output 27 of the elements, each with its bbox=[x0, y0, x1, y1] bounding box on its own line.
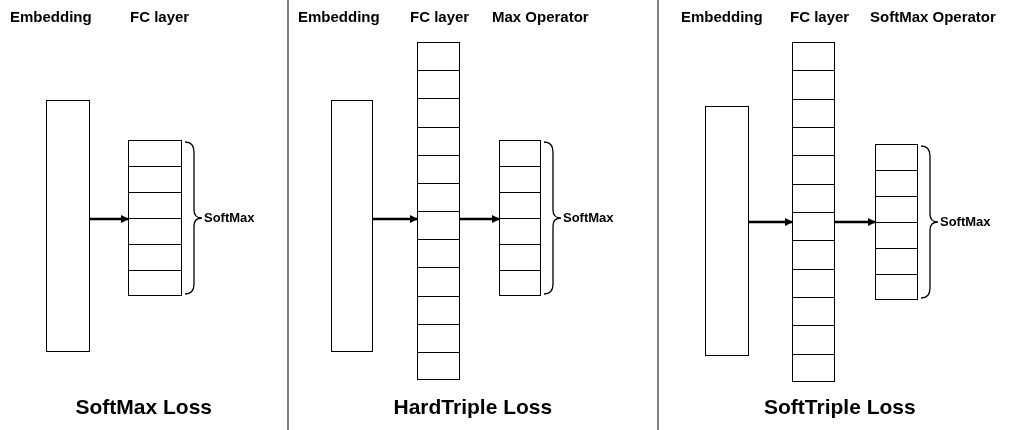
column-heading: FC layer bbox=[410, 8, 470, 25]
panel-title: SoftTriple Loss bbox=[764, 395, 916, 419]
panel-title: SoftMax Loss bbox=[75, 395, 213, 419]
arrow bbox=[460, 215, 500, 223]
cell-column bbox=[499, 140, 541, 296]
column-heading: SoftMax Operator bbox=[870, 8, 996, 25]
cell-column bbox=[792, 42, 835, 382]
arrow bbox=[835, 218, 876, 226]
column-heading: FC layer bbox=[790, 8, 850, 25]
arrow bbox=[749, 218, 793, 226]
vector-box bbox=[331, 100, 373, 352]
column-heading: Max Operator bbox=[492, 8, 589, 25]
vector-box bbox=[46, 100, 90, 352]
column-heading: Embedding bbox=[681, 8, 763, 25]
vector-box bbox=[705, 106, 749, 356]
brace-label: SoftMax bbox=[204, 210, 255, 225]
panel-title: HardTriple Loss bbox=[393, 395, 553, 419]
brace-label: SoftMax bbox=[563, 210, 614, 225]
brace-label: SoftMax bbox=[940, 214, 991, 229]
column-heading: FC layer bbox=[130, 8, 190, 25]
arrow bbox=[90, 215, 129, 223]
cell-column bbox=[875, 144, 918, 300]
column-heading: Embedding bbox=[298, 8, 380, 25]
column-heading: Embedding bbox=[10, 8, 92, 25]
cell-column bbox=[417, 42, 460, 380]
cell-column bbox=[128, 140, 182, 296]
arrow bbox=[373, 215, 418, 223]
